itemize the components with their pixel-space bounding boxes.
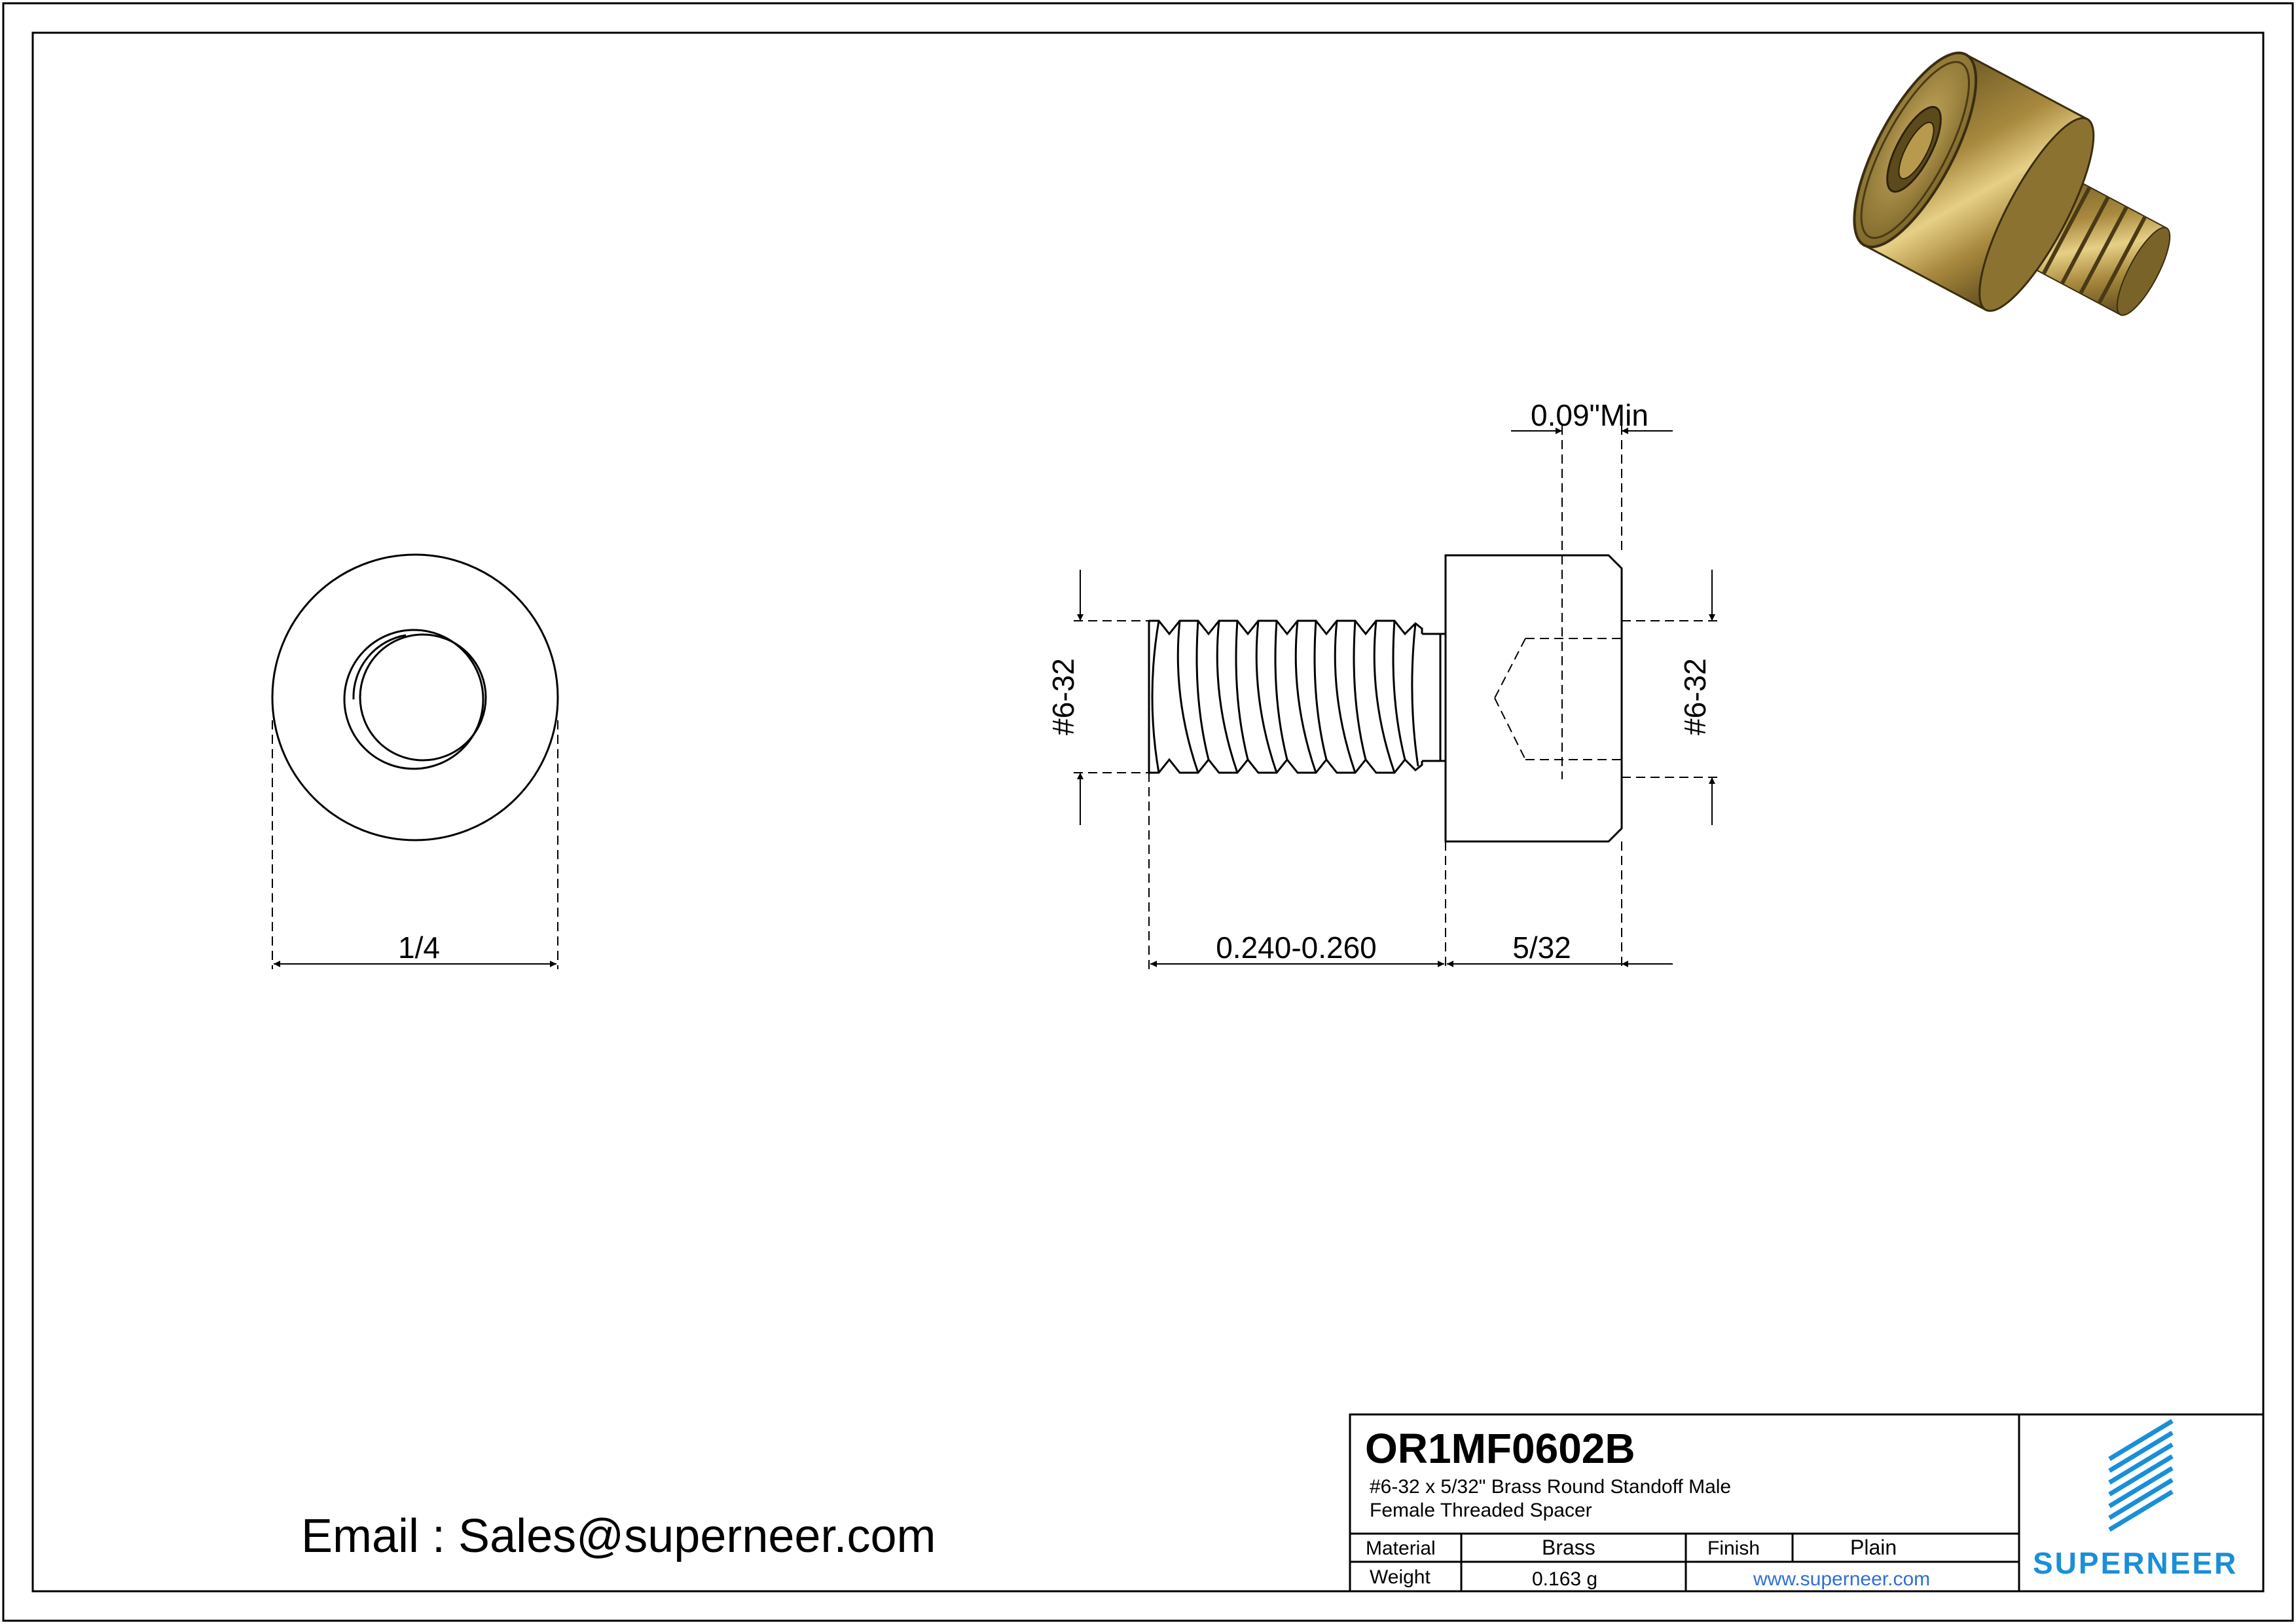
head-body (1444, 554, 1623, 843)
part-description: #6-32 x 5/32" Brass Round Standoff Male … (1370, 1475, 1731, 1522)
hidden-female-thread (1494, 426, 1622, 779)
dim-thread-depth: 0.09"Min (1531, 398, 1649, 432)
finish-label: Finish (1707, 1538, 1760, 1559)
description-line-1: #6-32 x 5/32" Brass Round Standoff Male (1370, 1476, 1732, 1498)
part-number: OR1MF0602B (1365, 1425, 1635, 1472)
superneer-logo-icon (2108, 1419, 2174, 1532)
contact-email: Email : Sales@superneer.com (301, 1510, 936, 1562)
end-view (271, 553, 559, 969)
dim-body-length: 5/32 (1512, 931, 1571, 965)
end-view-inner-circle-1 (343, 629, 484, 770)
weight-label: Weight (1370, 1566, 1430, 1588)
dim-outer-diameter: 1/4 (398, 931, 440, 965)
inner-frame (31, 31, 2265, 1593)
end-view-inner-circle-2 (359, 633, 487, 762)
dim-male-length: 0.240-0.260 (1216, 931, 1377, 965)
material-value: Brass (1542, 1536, 1595, 1559)
brand-name: SUPERNEER (2033, 1546, 2238, 1580)
dim-thread-right: #6-32 (1678, 658, 1712, 735)
title-block (1349, 1413, 2265, 1593)
finish-value: Plain (1850, 1536, 1897, 1559)
weight-value: 0.163 g (1532, 1568, 1598, 1590)
description-line-2: Female Threaded Spacer (1370, 1500, 1592, 1521)
material-label: Material (1366, 1538, 1436, 1559)
dim-thread-left: #6-32 (1046, 658, 1080, 735)
end-view-outer-circle (271, 553, 559, 841)
thread-profile (1148, 619, 1423, 774)
end-view-inner-crescent (352, 634, 407, 700)
side-view (1074, 426, 1719, 969)
website-link[interactable]: www.superneer.com (1753, 1568, 1931, 1590)
isometric-render (1853, 51, 2171, 316)
